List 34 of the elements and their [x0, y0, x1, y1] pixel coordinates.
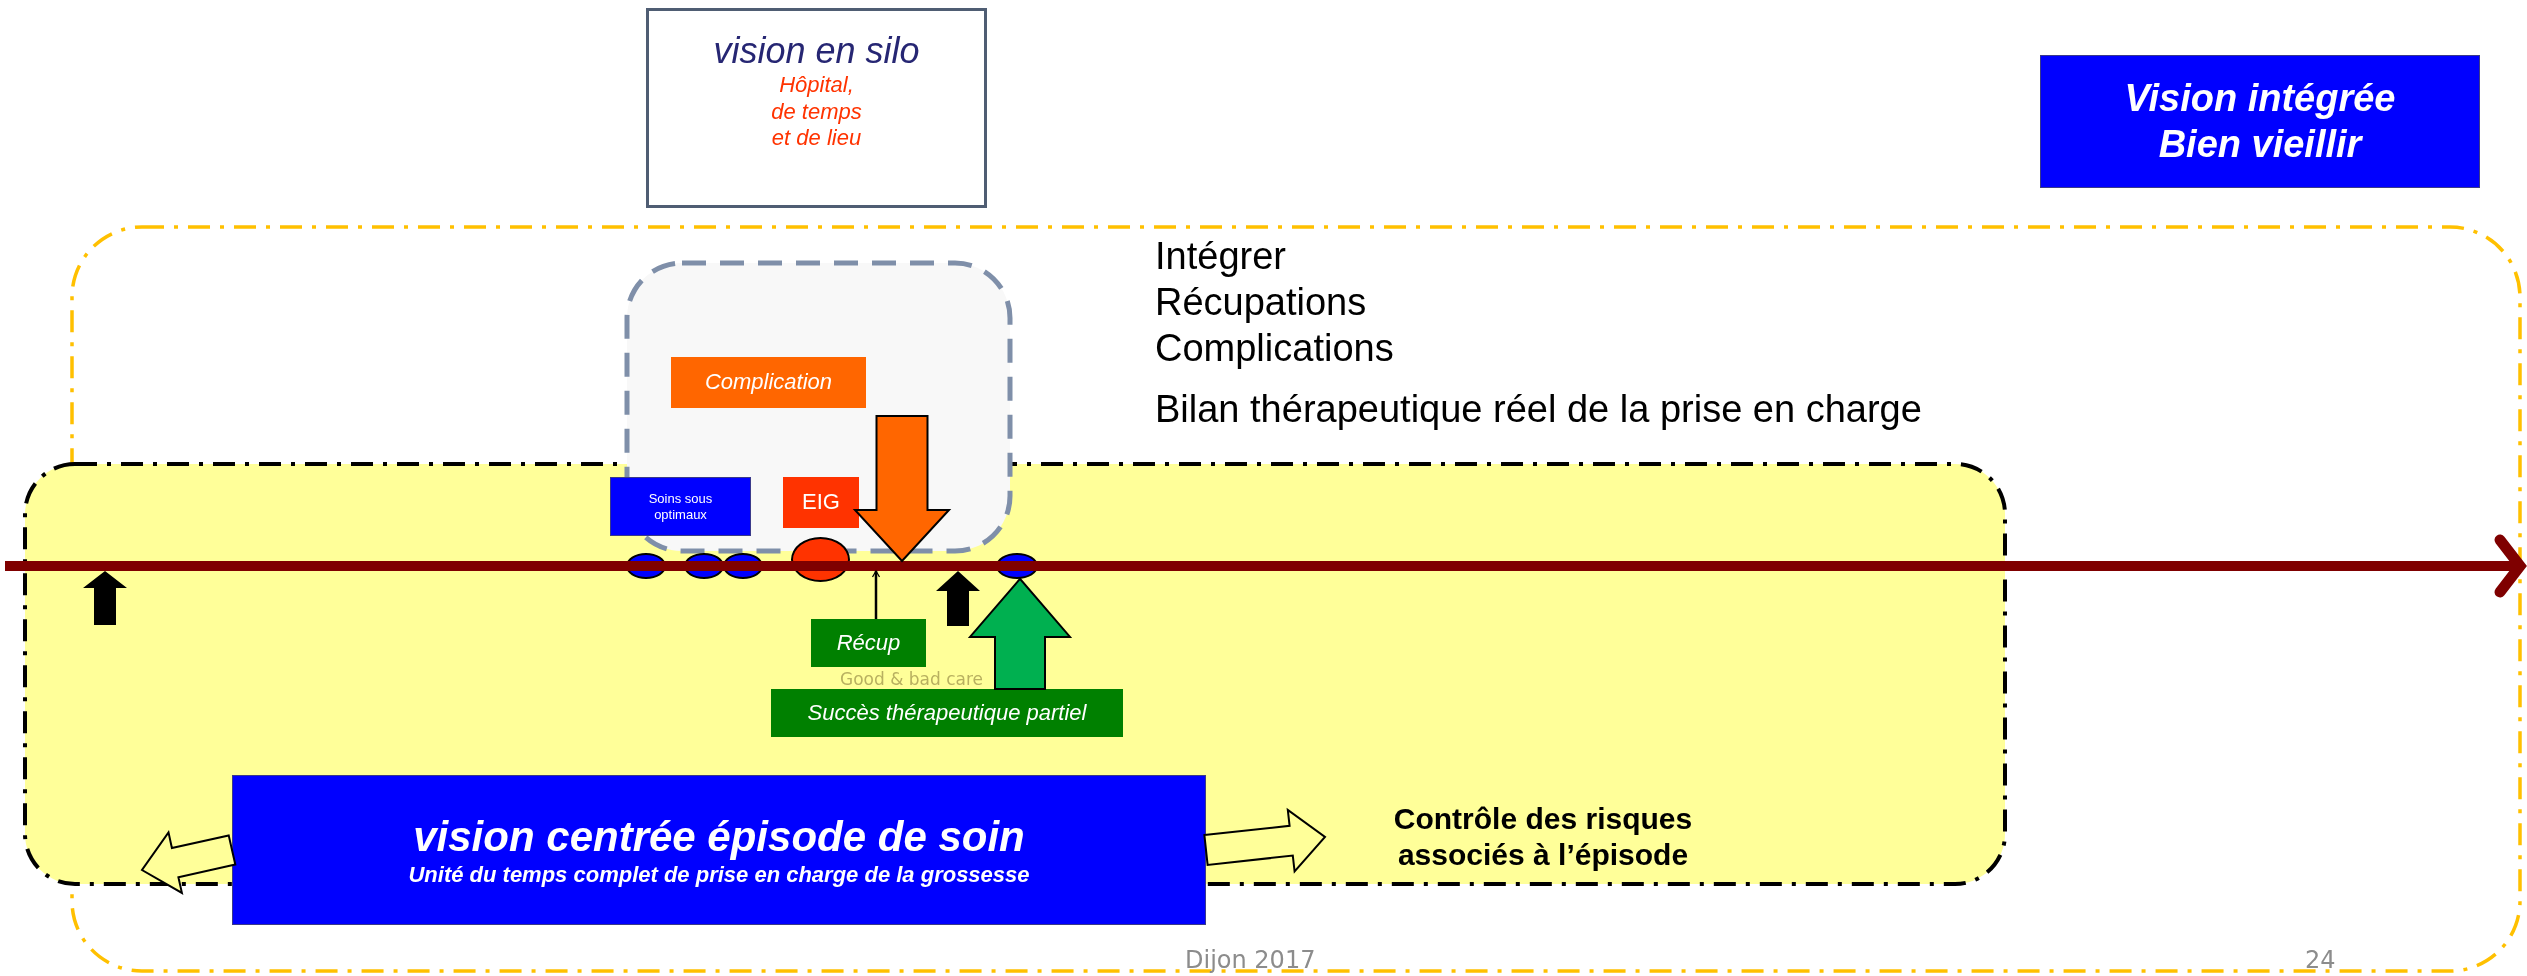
box-title: vision en silo — [713, 29, 920, 73]
block-arrow — [852, 415, 952, 563]
box-text: EIG — [802, 489, 840, 516]
box-subtitle: Hôpital, de temps et de lieu — [770, 72, 863, 152]
list-item: Récupations — [1155, 281, 1367, 324]
list-item: Complications — [1155, 327, 1394, 370]
box-text: Contrôle des risques associés à l’épisode — [1392, 801, 1694, 873]
text-box — [646, 8, 987, 208]
block-arrow — [936, 571, 980, 626]
process-box — [232, 775, 1206, 925]
process-box — [811, 619, 926, 667]
box-text: Récup — [836, 629, 901, 657]
process-box — [671, 357, 866, 408]
block-arrow — [140, 829, 237, 895]
timeline-bar — [5, 561, 2515, 571]
process-box — [2040, 55, 2480, 188]
block-arrow — [1203, 807, 1327, 874]
box-text: Vision intégrée Bien vieillir — [2123, 75, 2397, 167]
list-item: Intégrer — [1155, 235, 1286, 278]
process-box — [783, 477, 859, 528]
list-item: Bilan thérapeutique réel de la prise en charge — [1155, 388, 1922, 431]
process-box — [771, 689, 1123, 737]
box-text: Soins sous optimaux — [647, 490, 714, 523]
process-box — [610, 477, 751, 536]
block-arrow — [967, 577, 1073, 690]
box-subtitle: Unité du temps complet de prise en charge de la grossesse — [408, 862, 1030, 889]
box-text: Succès thérapeutique partiel — [807, 699, 1087, 727]
caption-text: Good & bad care — [840, 669, 984, 689]
box-title: vision centrée épisode de soin — [413, 811, 1025, 862]
footer-text: Dijon 2017 — [1185, 946, 1316, 974]
arrow — [871, 570, 881, 619]
box-text: Complication — [704, 369, 833, 396]
block-arrow — [83, 571, 127, 625]
page-number: 24 — [2305, 946, 2336, 974]
